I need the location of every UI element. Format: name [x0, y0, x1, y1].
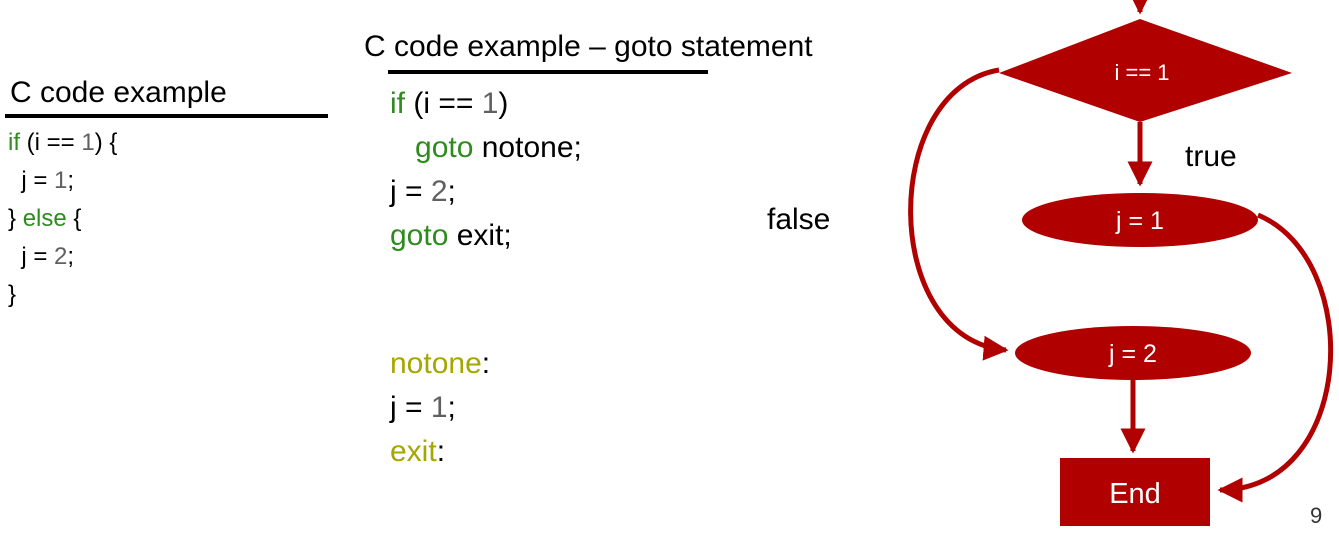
end-node-label: End	[1109, 478, 1161, 510]
left-code-line-2: j = 1;	[8, 167, 75, 194]
j1-to-end-edge	[1217, 212, 1334, 503]
middle-code-line-4: goto exit;	[390, 219, 512, 252]
node-j1-label: j = 1	[1115, 207, 1164, 235]
node-j2-label: j = 2	[1108, 340, 1157, 368]
false-edge-label: false	[767, 203, 831, 236]
middle-code-line-5: notone:	[390, 347, 491, 380]
true-edge-label: true	[1185, 140, 1237, 173]
middle-code-line-1: if (i == 1)	[390, 87, 509, 120]
decision-diamond	[999, 19, 1292, 122]
left-code-line-3: } else {	[8, 205, 82, 232]
false-edge	[908, 67, 1009, 361]
left-code-line-4: j = 2;	[8, 243, 75, 270]
middle-code-line-2: goto notone;	[415, 131, 582, 164]
middle-code-line-7: exit:	[390, 435, 446, 468]
node-j1	[1022, 193, 1258, 247]
left-code-line-5: }	[8, 281, 17, 308]
slide-number: 9	[1310, 503, 1323, 528]
middle-code-line-6: j = 1;	[390, 391, 456, 424]
decision-label: i == 1	[1114, 60, 1169, 85]
middle-title-underline	[388, 70, 708, 74]
middle-title: C code example – goto statement	[364, 30, 813, 63]
node-j2	[1015, 326, 1251, 380]
end-node	[1060, 458, 1210, 526]
left-title-underline	[5, 114, 328, 118]
left-code-line-1: if (i == 1) {	[8, 129, 118, 156]
middle-code-line-3: j = 2;	[390, 175, 456, 208]
left-title: C code example	[10, 76, 227, 109]
